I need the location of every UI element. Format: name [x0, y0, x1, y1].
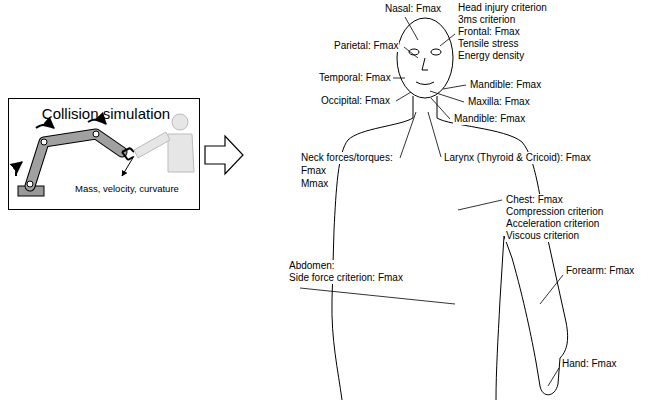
region-label: Viscous criterion — [505, 230, 580, 242]
region-label: Compression criterion — [505, 206, 604, 218]
region-label: Forearm: Fmax — [565, 265, 635, 277]
region-label: Maxilla: Fmax — [467, 96, 531, 108]
region-label: Mandible: Fmax — [469, 79, 542, 91]
region-label: Acceleration criterion — [505, 218, 600, 230]
region-label: Parietal: Fmax — [333, 40, 399, 52]
region-label: Nasal: Fmax — [384, 3, 442, 15]
region-label: Tensile stress — [457, 38, 520, 50]
force-arrow — [122, 156, 134, 176]
region-label: Hand: Fmax — [561, 358, 617, 370]
process-box: Collision simulationMass, velocity, curv… — [8, 98, 200, 210]
human-figure-small — [134, 114, 194, 172]
region-label: Mmax — [300, 178, 329, 190]
region-label: Fmax — [300, 165, 327, 177]
region-label: Temporal: Fmax — [318, 72, 392, 84]
leader-lines — [300, 17, 563, 386]
box-title: Collision simulation — [11, 105, 201, 122]
region-label: Abdomen: — [288, 260, 336, 272]
region-label: Neck forces/torques: — [300, 152, 394, 164]
region-label: Occipital: Fmax — [320, 95, 391, 107]
region-label: Side force criterion: Fmax — [288, 272, 404, 284]
region-label: Larynx (Thyroid & Cricoid): Fmax — [443, 152, 592, 164]
region-label: Head injury criterion — [457, 2, 548, 14]
region-label: Chest: Fmax — [505, 194, 564, 206]
region-label: Energy density — [457, 50, 525, 62]
parameter-label: Mass, velocity, curvature — [75, 183, 179, 194]
block-arrow — [205, 136, 243, 174]
region-label: Frontal: Fmax — [457, 26, 521, 38]
region-label: Mandible: Fmax — [453, 113, 526, 125]
region-label: 3ms criterion — [457, 14, 516, 26]
